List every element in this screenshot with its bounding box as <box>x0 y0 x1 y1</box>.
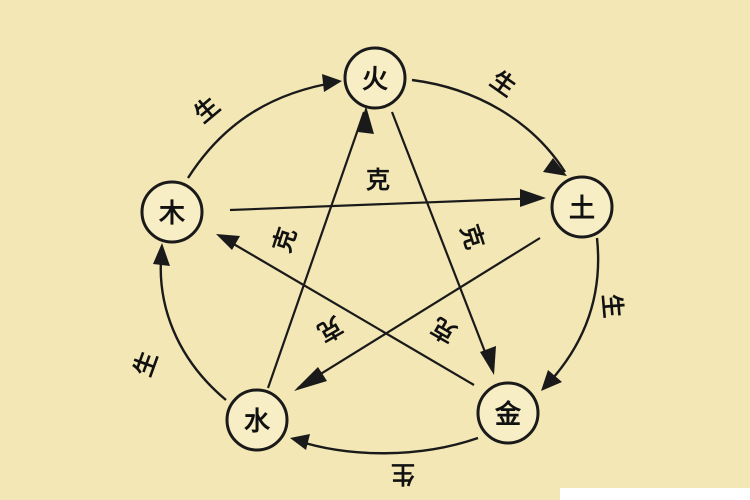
watermark-strip <box>560 488 750 500</box>
arc-metal-to-water <box>294 436 479 455</box>
line-water-to-fire <box>266 111 366 389</box>
arrowhead-water-to-fire <box>358 106 374 134</box>
node-label-wood: 木 <box>158 199 185 229</box>
line-wood-to-earth <box>229 196 543 212</box>
arrowhead-wood-to-fire <box>322 74 342 92</box>
arrowhead-fire-to-earth <box>543 158 567 176</box>
node-metal: 金 <box>476 381 540 445</box>
overcoming-star <box>216 106 546 391</box>
overcoming-label-right: 克 <box>455 221 489 252</box>
overcoming-label-lower-left: 克 <box>313 311 348 347</box>
generating-cycle <box>153 74 600 455</box>
line-earth-to-water <box>297 237 541 389</box>
arrowhead-metal-to-wood <box>216 234 240 250</box>
node-water: 水 <box>225 388 289 452</box>
arc-fire-to-earth <box>411 78 567 173</box>
overcoming-label-lower-right: 克 <box>427 312 462 348</box>
line-fire-to-metal <box>390 111 494 371</box>
arrowhead-earth-to-metal <box>541 370 562 391</box>
node-label-fire: 火 <box>362 65 388 95</box>
node-earth: 土 <box>550 175 614 239</box>
generating-label-metal-water: 生 <box>391 460 415 488</box>
node-label-water: 水 <box>244 407 271 437</box>
node-fire: 火 <box>343 46 407 110</box>
arrowhead-metal-to-water <box>290 434 310 450</box>
generating-label-wood-fire: 生 <box>189 92 225 129</box>
arc-wood-to-fire <box>186 80 339 179</box>
arrowhead-fire-to-metal <box>480 346 496 375</box>
node-label-earth: 土 <box>569 194 595 224</box>
arc-water-to-wood <box>159 247 227 401</box>
line-metal-to-wood <box>219 235 475 386</box>
generating-label-fire-earth: 生 <box>485 66 521 103</box>
overcoming-label-left: 克 <box>268 224 302 255</box>
generating-label-water-wood: 生 <box>129 348 164 380</box>
arc-earth-to-metal <box>544 237 600 388</box>
arrowhead-earth-to-water <box>294 367 327 391</box>
node-wood: 木 <box>140 180 204 244</box>
node-label-metal: 金 <box>494 399 522 430</box>
overcoming-label-top: 克 <box>366 166 390 194</box>
arrowhead-water-to-wood <box>153 243 170 266</box>
generating-label-earth-metal: 生 <box>597 293 627 319</box>
arrowhead-wood-to-earth <box>520 189 546 207</box>
